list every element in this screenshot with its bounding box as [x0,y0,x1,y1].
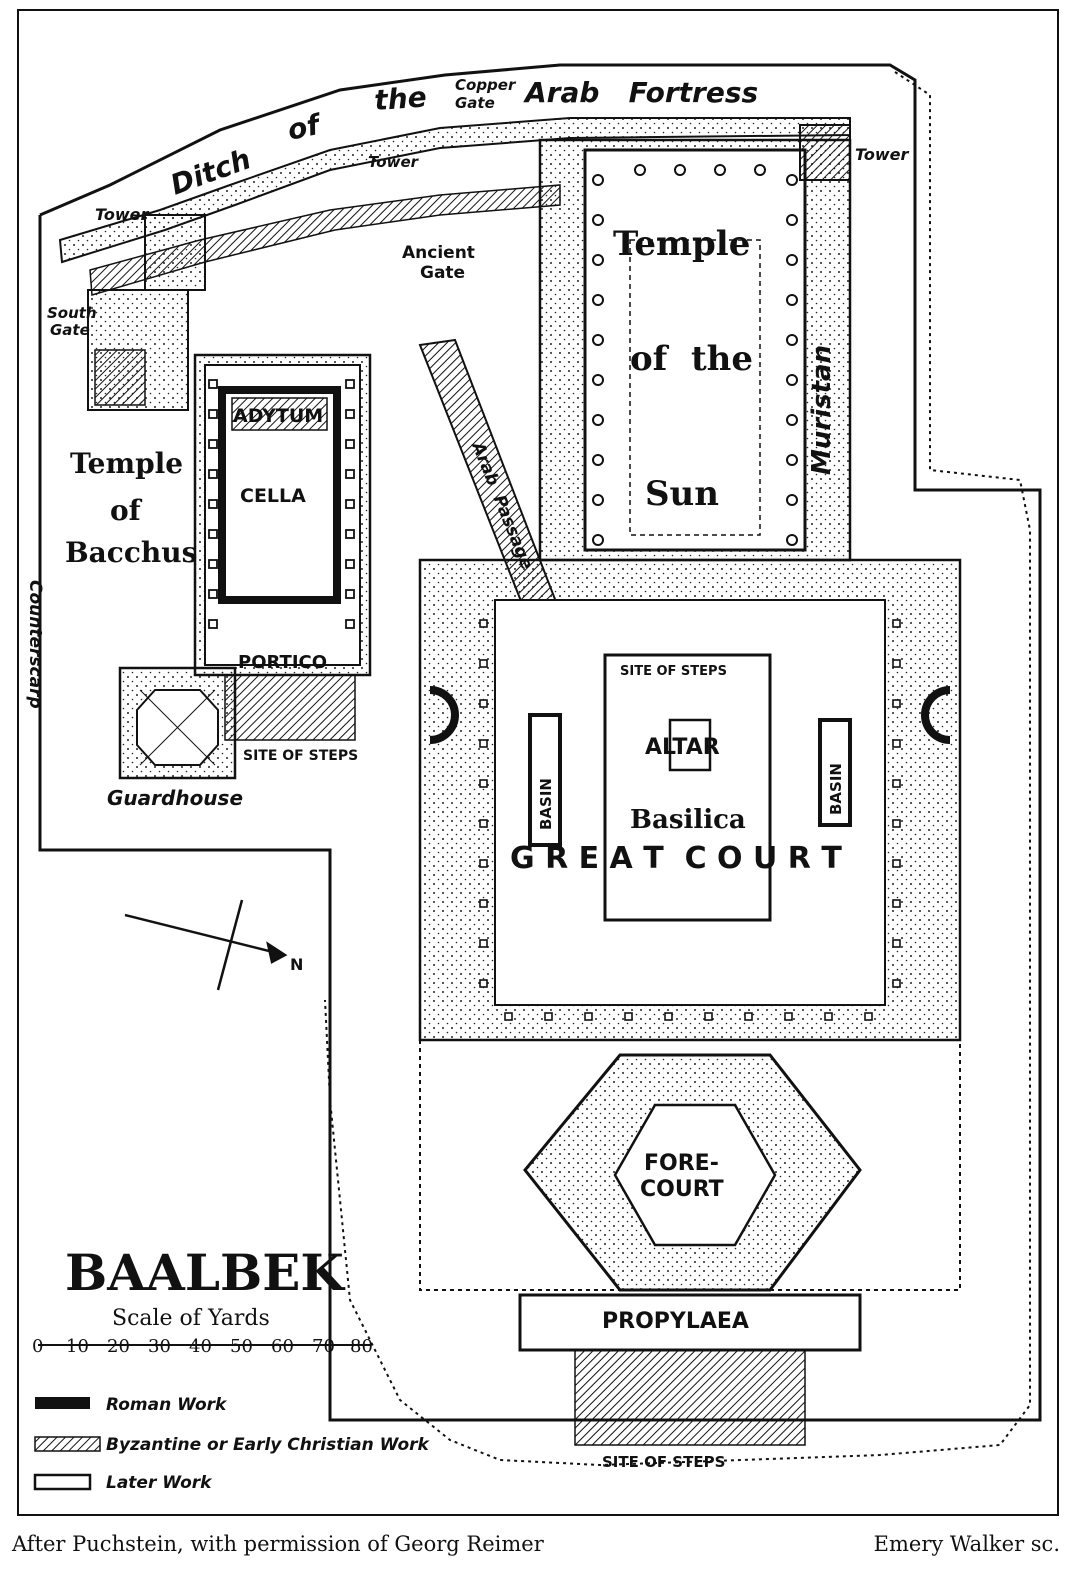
great-court-exedra-right [921,686,951,744]
ancient-gate-label-2: Gate [420,263,465,283]
propylaea-label: PROPYLAEA [602,1309,749,1334]
temple-of-sun-cella [629,239,761,536]
propylaea-steps [574,1349,806,1446]
basin-left [528,713,562,847]
scale-tick-40: 40 [189,1336,212,1357]
south-gate-label-2: Gate [50,321,90,339]
north-label: N [290,955,303,974]
west-tower [144,214,206,291]
scale-tick-10: 10 [66,1336,89,1357]
scale-tick-80: 80 [350,1336,373,1357]
ancient-gate-label-1: Ancient [402,243,475,263]
temple-of-sun-label-2: of the [630,339,753,379]
ditch-label-2: of [285,107,326,147]
map-frame [17,9,1059,1516]
muristan-label: Muristan [807,345,837,475]
scale-tick-60: 60 [271,1336,294,1357]
copper-gate-label-2: Gate [455,94,495,112]
scale-tick-70: 70 [312,1336,335,1357]
temple-of-bacchus-columns [208,379,355,629]
tower-w-label: Tower [95,205,149,224]
great-court-exedra-left [429,686,459,744]
basin-right-label: BASIN [827,763,845,815]
legend-swatch-roman [35,1397,90,1409]
adytum-label: ADYTUM [233,405,323,427]
fore-court-label-2: COURT [640,1177,724,1202]
legend-byzantine-label: Byzantine or Early Christian Work [106,1435,431,1455]
altar [668,718,712,772]
site-of-steps-basilica-label: SITE OF STEPS [620,664,727,679]
cella-label: CELLA [240,485,306,507]
great-court-colonnade [479,619,901,1021]
temple-of-bacchus-adytum [231,397,328,431]
altar-label: ALTAR [645,735,720,760]
basilica [603,653,772,922]
temple-of-sun-label-1: Temple [613,224,750,264]
north-east-tower [799,124,851,181]
arab-fortress-label: Arab Fortress [523,76,758,109]
legend-swatch-byzantine [34,1436,101,1452]
basilica-label: Basilica [630,805,746,835]
portico-label: PORTICO [238,652,327,673]
ditch-label-3: the [373,80,427,117]
temple-of-bacchus-label-3: Bacchus [65,536,197,569]
basin-right [818,718,852,827]
caption-credit-right: Emery Walker sc. [873,1532,1060,1556]
legend-later-label: Later Work [106,1473,213,1493]
great-court-label: G R E A T C O U R T [510,841,842,876]
caption-credit-left: After Puchstein, with permission of Geor… [12,1532,544,1556]
temple-of-sun-label-3: Sun [645,474,719,514]
scale-tick-50: 50 [230,1336,253,1357]
fore-court-label-1: FORE- [644,1151,719,1176]
site-of-steps-bacchus-label: SITE OF STEPS [243,748,358,764]
forecourt-inner [613,1103,777,1247]
guardhouse-label: Guardhouse [107,786,243,810]
temple-of-sun-columns [592,164,798,546]
temple-of-sun-body [583,148,807,552]
scale-tick-0: 0 [32,1336,43,1357]
basin-left-label: BASIN [537,778,555,830]
temple-of-bacchus-cella [218,386,341,604]
map-title: BAALBEK [65,1243,345,1302]
legend-swatch-later [33,1473,92,1491]
dotted-boundary [324,71,1031,1467]
legend-roman-label: Roman Work [106,1395,228,1415]
site-of-steps-propylaea-label: SITE OF STEPS [602,1453,725,1471]
propylaea [518,1293,862,1352]
counterscarp-wall [38,63,1042,1422]
south-gate-label-1: South [47,304,97,322]
scale-tick-30: 30 [148,1336,171,1357]
temple-of-bacchus-label-1: Temple [70,447,183,480]
tower-n-label: Tower [368,153,420,171]
temple-of-bacchus-label-2: of [110,494,143,527]
north-arrow [124,899,288,991]
scale-label: Scale of Yards [112,1306,270,1331]
bacchus-steps [224,674,356,741]
tower-ne-label: Tower [855,145,909,164]
counterscarp-label: Counterscarp [25,580,45,709]
scale-tick-20: 20 [107,1336,130,1357]
south-gate-block [94,349,146,406]
copper-gate-label-1: Copper [455,76,517,94]
